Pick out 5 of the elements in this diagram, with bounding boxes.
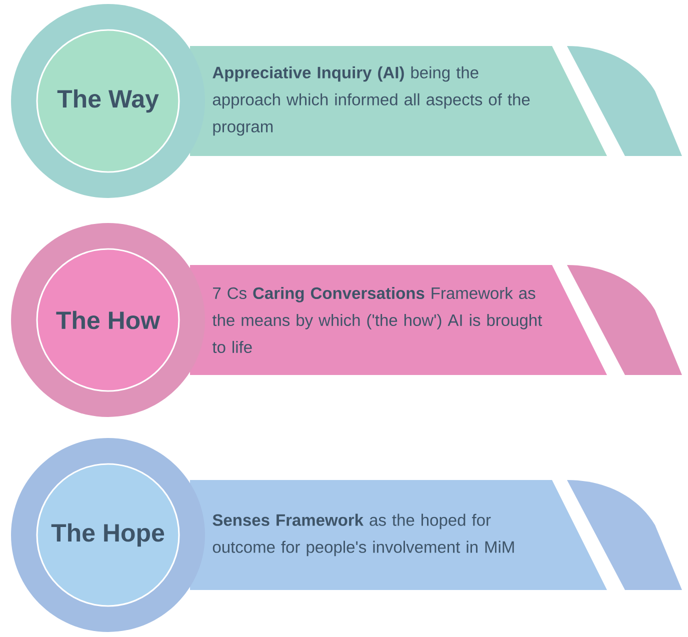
node-label: The Way [57, 89, 159, 113]
node-label: Appreciative Inquiry (AI) being the approach which informed all aspects of the program [212, 66, 530, 136]
banner: 7 Cs Caring Conversations Framework as the means by which ('the how') AI is brought to life [190, 265, 682, 375]
banner: Senses Framework as the hoped for outcome for people's involvement in MiM [190, 480, 682, 590]
banner: Appreciative Inquiry (AI) being the approach which informed all aspects of the program [190, 46, 682, 156]
